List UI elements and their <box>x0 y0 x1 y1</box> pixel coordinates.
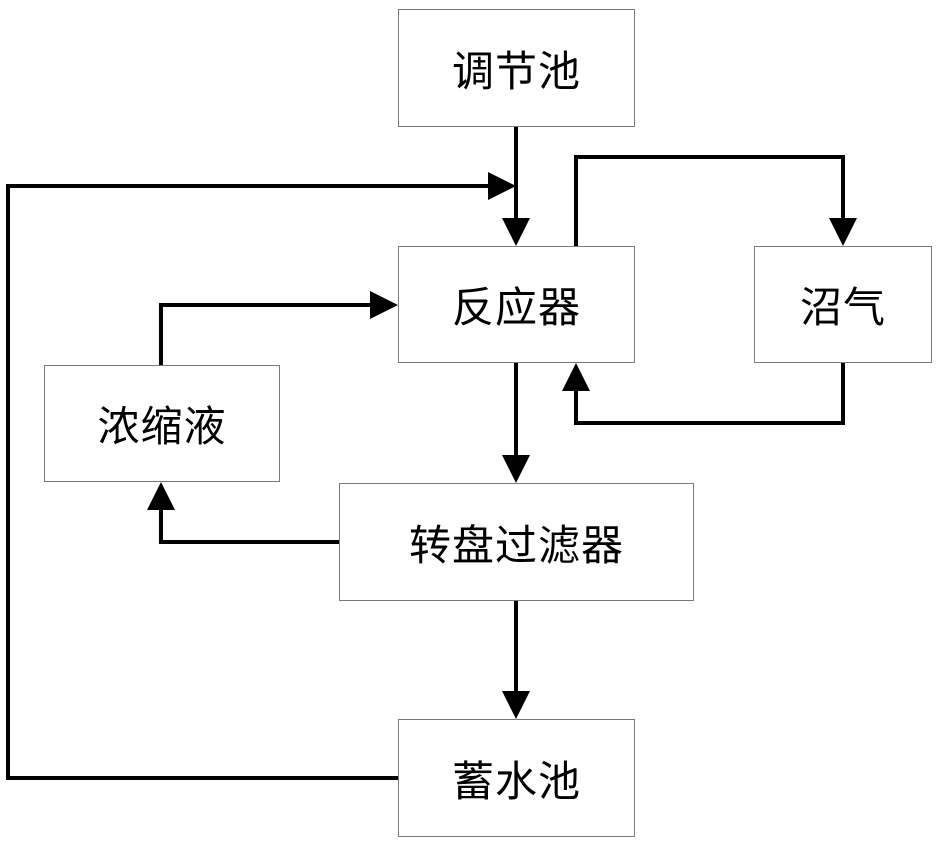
node-label: 蓄水池 <box>451 756 581 806</box>
node-regulating-tank: 调节池 <box>398 9 635 127</box>
arrowhead-into-concentrate <box>147 482 175 510</box>
node-storage-tank: 蓄水池 <box>398 719 635 837</box>
edge-concentrate-to-reactor <box>159 303 374 365</box>
node-reactor: 反应器 <box>398 246 635 363</box>
arrowhead-into-filter <box>502 455 530 483</box>
node-label: 反应器 <box>451 283 581 332</box>
edge-filter-to-concentrate <box>159 506 339 544</box>
node-label: 浓缩液 <box>97 402 227 451</box>
edge-storage-to-reactor <box>6 184 492 780</box>
arrowhead-recycle-loop <box>488 172 516 200</box>
arrowhead-into-storage <box>502 691 530 719</box>
node-concentrate: 浓缩液 <box>44 365 280 482</box>
arrowhead-into-reactor-bottom <box>562 363 590 391</box>
node-label: 沼气 <box>799 283 886 332</box>
node-label: 转盘过滤器 <box>408 520 624 570</box>
arrowhead-into-reactor-left <box>370 291 398 319</box>
edge-biogas-to-reactor <box>574 363 845 425</box>
node-rotary-disc-filter: 转盘过滤器 <box>339 483 694 601</box>
node-label: 调节池 <box>451 46 581 96</box>
edge-reactor-to-biogas <box>574 155 845 246</box>
arrowhead-into-biogas <box>829 218 857 246</box>
arrowhead-into-reactor-top <box>502 218 530 246</box>
node-biogas: 沼气 <box>754 246 932 363</box>
